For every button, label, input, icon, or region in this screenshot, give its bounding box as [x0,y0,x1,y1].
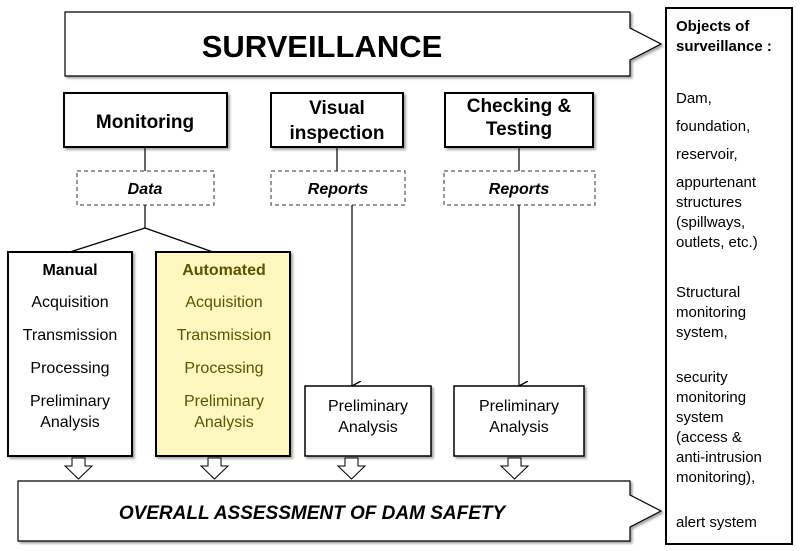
reports-visual-box: Reports [270,170,406,206]
objects-line-alert: alert system [676,514,757,531]
objects-line-monitoring-2: monitoring [676,389,746,406]
prelim-visual-box: Preliminary Analysis [304,385,432,457]
manual-processing: Processing [30,360,109,377]
objects-line-structural: Structural [676,284,740,301]
automated-box: Automated Acquisition Transmission Proce… [155,251,291,457]
objects-line-spillways: (spillways, [676,214,745,231]
objects-line-monitoring-3: monitoring), [676,469,755,486]
checking-testing-box: Checking & Testing [444,92,594,148]
down-arrow-visual [336,457,367,480]
data-label: Data [128,181,163,198]
manual-preliminary: Preliminary [30,393,110,410]
reports-checking-label: Reports [489,181,550,198]
surveillance-banner: SURVEILLANCE [64,11,663,77]
automated-preliminary: Preliminary [184,393,264,410]
checking-testing-line1: Checking & [467,96,572,117]
manual-box: Manual Acquisition Transmission Processi… [7,251,133,457]
objects-line-access: (access & [676,429,742,446]
objects-line-system-2: system [676,409,724,426]
objects-title-line2: surveillance : [676,38,772,55]
connector-to-manual [69,227,146,253]
reports-visual-label: Reports [308,181,369,198]
objects-line-reservoir: reservoir, [676,146,738,163]
objects-line-dam: Dam, [676,90,712,107]
visual-inspection-box: Visual inspection [270,92,404,148]
objects-line-foundation: foundation, [676,118,750,135]
manual-acquisition: Acquisition [31,294,108,311]
monitoring-box: Monitoring [63,92,228,148]
manual-analysis: Analysis [40,414,100,431]
automated-acquisition: Acquisition [185,294,262,311]
prelim-checking-line2: Analysis [489,419,549,436]
objects-title-line2-text: surveillance : [676,38,772,55]
objects-line-system-1: system, [676,324,728,341]
prelim-checking-line1: Preliminary [479,398,559,415]
manual-transmission: Transmission [23,327,118,344]
data-output-box: Data [76,170,215,206]
overall-assessment-banner: OVERALL ASSESSMENT OF DAM SAFETY [17,480,663,542]
overall-assessment-title: OVERALL ASSESSMENT OF DAM SAFETY [119,503,508,524]
prelim-visual-line2: Analysis [338,419,398,436]
surveillance-title: SURVEILLANCE [202,29,443,64]
down-arrow-automated [199,457,230,480]
checking-testing-line2: Testing [486,119,552,140]
down-arrow-checking [499,457,530,480]
objects-line-appurtenant: appurtenant [676,174,757,191]
automated-title: Automated [182,262,266,279]
automated-transmission: Transmission [177,327,272,344]
visual-inspection-line1: Visual [309,98,365,119]
prelim-visual-line1: Preliminary [328,398,408,415]
objects-title-line1: Objects of [676,18,750,35]
objects-panel: Objects of surveillance : Dam, foundatio… [665,7,793,545]
down-arrow-manual [63,457,94,480]
manual-title: Manual [42,262,97,279]
objects-line-anti-intrusion: anti-intrusion [676,449,762,466]
objects-line-outlets: outlets, etc.) [676,234,758,251]
visual-inspection-line2: inspection [289,123,384,144]
prelim-checking-box: Preliminary Analysis [453,385,585,457]
objects-line-monitoring-1: monitoring [676,304,746,321]
objects-line-security: security [676,369,728,386]
objects-line-structures: structures [676,194,742,211]
connector-to-automated [144,227,214,253]
automated-processing: Processing [184,360,263,377]
monitoring-label: Monitoring [96,112,194,133]
automated-analysis: Analysis [194,414,254,431]
reports-checking-box: Reports [443,170,596,206]
